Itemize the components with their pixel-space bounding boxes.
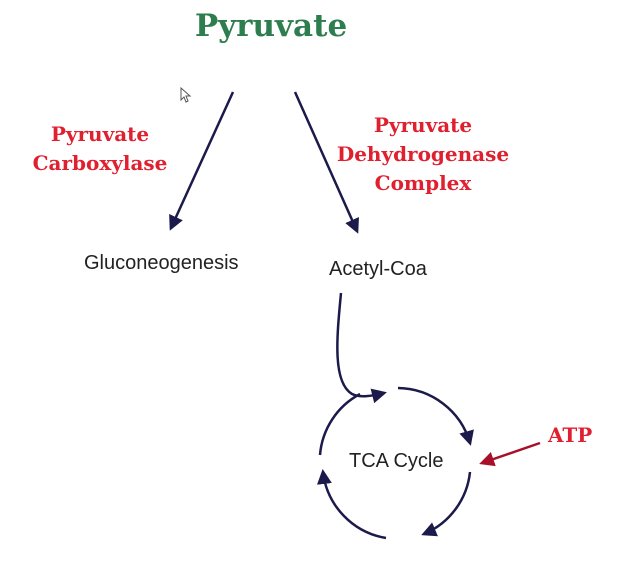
- page-title: Pyruvate: [194, 8, 348, 44]
- node-gluconeogenesis: Gluconeogenesis: [84, 252, 239, 274]
- enzyme-label-line: Pyruvate: [373, 113, 473, 137]
- atp-label: ATP: [548, 423, 593, 447]
- enzyme-label-pyruvate-carboxylase: Pyruvate Carboxylase: [20, 120, 180, 178]
- enzyme-label-line: Pyruvate: [50, 122, 150, 146]
- mouse-cursor-icon: [180, 86, 192, 103]
- enzyme-label-pyruvate-dehydrogenase-complex: Pyruvate Dehydrogenase Complex: [318, 111, 528, 198]
- enzyme-label-line: Dehydrogenase: [336, 142, 510, 166]
- tca-cycle-arc-left: [318, 392, 361, 456]
- arrow-pyruvate-to-gluconeogenesis: [169, 91, 235, 231]
- tca-cycle-arc-top: [397, 386, 474, 446]
- tca-cycle-arc-bottom: [316, 469, 387, 540]
- arrow-atp-to-tca: [479, 441, 541, 467]
- node-acetyl-coa: Acetyl-Coa: [329, 258, 427, 280]
- tca-cycle-arc-right: [421, 471, 472, 537]
- enzyme-label-line: Carboxylase: [32, 151, 168, 175]
- enzyme-label-line: Complex: [374, 171, 472, 195]
- arrow-acetyl-coa-to-tca: [336, 292, 387, 404]
- node-tca-cycle: TCA Cycle: [349, 450, 444, 472]
- arrow-pyruvate-to-acetyl-coa: [293, 91, 359, 234]
